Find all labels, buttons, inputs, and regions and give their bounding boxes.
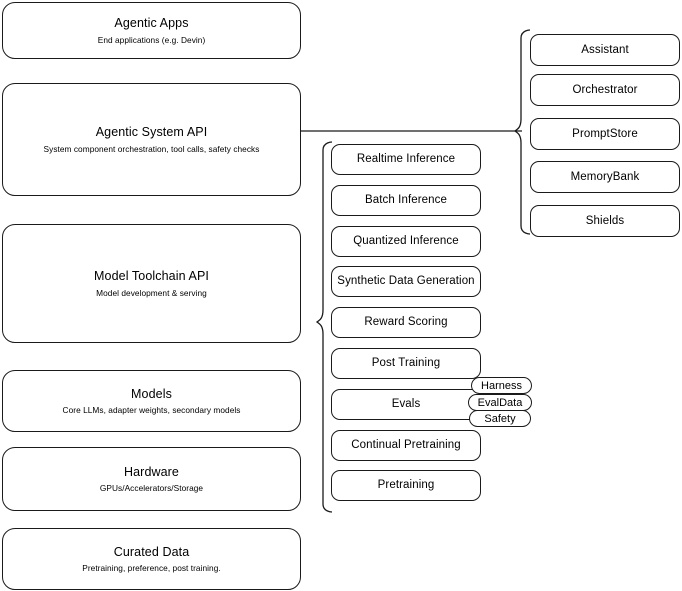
layer-title: Agentic Apps xyxy=(114,16,189,30)
component-box-assistant[interactable]: Assistant xyxy=(530,34,680,66)
capability-label: Realtime Inference xyxy=(356,153,456,166)
brace-toolchain-capabilities xyxy=(315,141,333,513)
capability-box-post-training[interactable]: Post Training xyxy=(331,348,481,379)
component-box-promptstore[interactable]: PromptStore xyxy=(530,118,680,150)
capability-label: Reward Scoring xyxy=(364,316,448,329)
capability-label: Evals xyxy=(391,398,421,411)
layer-box-hardware[interactable]: Hardware GPUs/Accelerators/Storage xyxy=(2,447,301,511)
pill-label: EvalData xyxy=(477,396,523,409)
capability-label: Quantized Inference xyxy=(353,235,459,248)
layer-subtitle: System component orchestration, tool cal… xyxy=(43,143,260,154)
capability-box-pretraining[interactable]: Pretraining xyxy=(331,470,481,501)
capability-box-synthetic-data-generation[interactable]: Synthetic Data Generation xyxy=(331,266,481,297)
layer-title: Model Toolchain API xyxy=(94,269,209,283)
component-box-shields[interactable]: Shields xyxy=(530,205,680,237)
layer-box-curated-data[interactable]: Curated Data Pretraining, preference, po… xyxy=(2,528,301,590)
capability-label: Synthetic Data Generation xyxy=(337,275,475,288)
component-label: Shields xyxy=(585,214,625,227)
layer-subtitle: Core LLMs, adapter weights, secondary mo… xyxy=(62,405,241,416)
pill-evaldata[interactable]: EvalData xyxy=(468,394,532,411)
component-box-orchestrator[interactable]: Orchestrator xyxy=(530,74,680,106)
layer-box-models[interactable]: Models Core LLMs, adapter weights, secon… xyxy=(2,370,301,432)
layer-box-model-toolchain-api[interactable]: Model Toolchain API Model development & … xyxy=(2,224,301,343)
component-box-memorybank[interactable]: MemoryBank xyxy=(530,161,680,193)
capability-box-reward-scoring[interactable]: Reward Scoring xyxy=(331,307,481,338)
capability-box-realtime-inference[interactable]: Realtime Inference xyxy=(331,144,481,175)
capability-box-evals[interactable]: Evals xyxy=(331,389,481,420)
component-label: Assistant xyxy=(581,43,629,56)
component-label: PromptStore xyxy=(572,127,638,140)
component-label: MemoryBank xyxy=(570,170,640,183)
brace-agentic-components xyxy=(513,29,531,235)
layer-title: Agentic System API xyxy=(95,125,208,139)
capability-box-batch-inference[interactable]: Batch Inference xyxy=(331,185,481,216)
capability-label: Post Training xyxy=(371,357,441,370)
capability-box-quantized-inference[interactable]: Quantized Inference xyxy=(331,226,481,257)
connector-agentic-system-api xyxy=(301,130,522,132)
layer-subtitle: GPUs/Accelerators/Storage xyxy=(99,483,204,494)
capability-box-continual-pretraining[interactable]: Continual Pretraining xyxy=(331,430,481,461)
component-label: Orchestrator xyxy=(572,83,638,96)
capability-label: Pretraining xyxy=(377,479,435,492)
layer-subtitle: End applications (e.g. Devin) xyxy=(97,34,206,45)
capability-label: Continual Pretraining xyxy=(351,439,461,452)
layer-title: Hardware xyxy=(124,464,179,479)
pill-label: Safety xyxy=(484,412,516,425)
pill-safety[interactable]: Safety xyxy=(469,410,531,427)
pill-label: Harness xyxy=(481,379,522,392)
pill-harness[interactable]: Harness xyxy=(471,377,532,394)
layer-title: Models xyxy=(131,386,172,401)
layer-box-agentic-system-api[interactable]: Agentic System API System component orch… xyxy=(2,83,301,196)
layer-subtitle: Pretraining, preference, post training. xyxy=(82,563,221,574)
capability-label: Batch Inference xyxy=(364,194,448,207)
layer-title: Curated Data xyxy=(113,544,190,559)
layer-subtitle: Model development & serving xyxy=(96,287,207,298)
layer-box-agentic-apps[interactable]: Agentic Apps End applications (e.g. Devi… xyxy=(2,2,301,59)
